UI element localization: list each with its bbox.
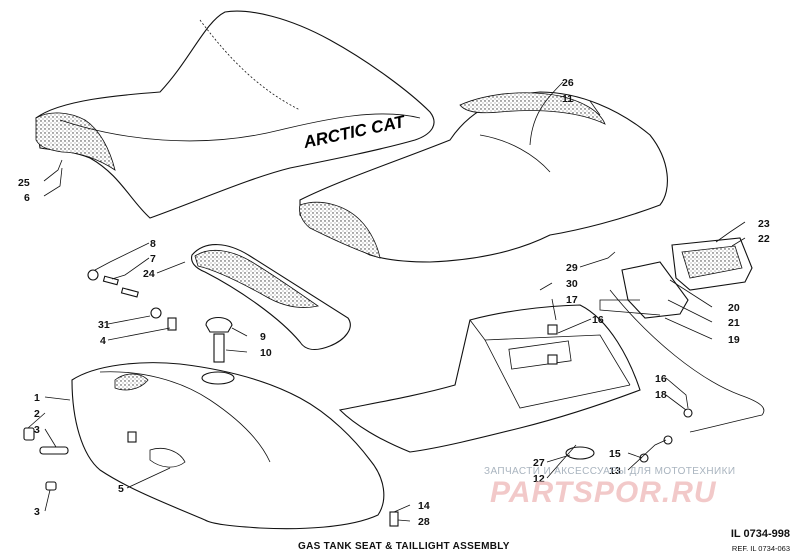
upper-seat: ARCTIC CAT — [35, 10, 435, 219]
callout-3-lower: 3 — [34, 506, 40, 518]
callout-17: 17 — [566, 294, 578, 306]
diagram-title: GAS TANK SEAT & TAILLIGHT ASSEMBLY — [298, 541, 510, 552]
callout-9: 9 — [260, 331, 266, 343]
callout-27: 27 — [533, 457, 545, 469]
callout-14: 14 — [418, 500, 430, 512]
callout-16-lower: 16 — [655, 373, 667, 385]
watermark-text: ЗАПЧАСТИ И АКСЕССУАРЫ ДЛЯ МОТОТЕХНИКИ — [484, 466, 736, 477]
callout-1: 1 — [34, 392, 40, 404]
callout-6: 6 — [24, 192, 30, 204]
leader-lines — [27, 81, 746, 522]
callout-3-upper: 3 — [34, 424, 40, 436]
callout-23: 23 — [758, 218, 770, 230]
callout-7: 7 — [150, 253, 156, 265]
rear-seat — [299, 91, 668, 263]
callout-13: 13 — [609, 465, 621, 477]
callout-21: 21 — [728, 317, 740, 329]
callout-25: 25 — [18, 177, 30, 189]
callout-8: 8 — [150, 238, 156, 250]
callout-26: 26 — [562, 77, 574, 89]
hardware — [23, 269, 693, 527]
callout-22: 22 — [758, 233, 770, 245]
callout-31: 31 — [98, 319, 110, 331]
callout-18: 18 — [655, 389, 667, 401]
side-panel — [191, 244, 351, 351]
center-tray — [338, 304, 641, 453]
illustration-code: IL 0734-998 — [730, 528, 790, 540]
callout-4: 4 — [100, 335, 106, 347]
callout-19: 19 — [728, 334, 740, 346]
wiring-harness — [609, 289, 765, 433]
callout-20: 20 — [728, 302, 740, 314]
callout-29: 29 — [566, 262, 578, 274]
callout-30: 30 — [566, 278, 578, 290]
callout-15: 15 — [609, 448, 621, 460]
callout-11: 11 — [562, 93, 573, 105]
gas-tank — [71, 362, 385, 530]
callout-5: 5 — [118, 483, 124, 495]
callout-16-upper: 16 — [592, 314, 604, 326]
callout-10: 10 — [260, 347, 272, 359]
callout-28: 28 — [418, 516, 430, 528]
callout-24: 24 — [143, 268, 155, 280]
callout-12: 12 — [533, 473, 545, 485]
reference-code: REF. IL 0734-063 — [731, 544, 790, 553]
watermark-logo: PARTSPOR.RU — [490, 476, 717, 509]
callouts: 25 6 26 11 8 7 24 23 22 29 30 17 20 31 4… — [18, 77, 770, 528]
callout-2: 2 — [34, 408, 40, 420]
taillight — [599, 237, 753, 319]
